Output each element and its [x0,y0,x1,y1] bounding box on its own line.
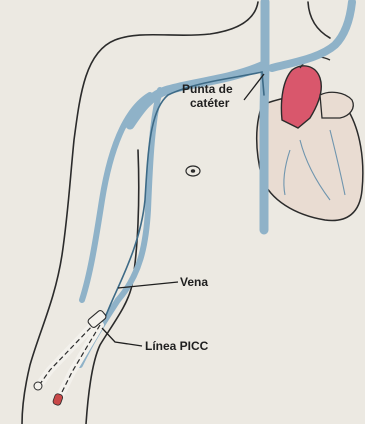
heart-vessel-right [320,92,353,118]
picc-cap-left [34,382,42,390]
label-catheter-tip-line2: catéter [190,96,230,110]
superior-vena-cava [264,2,265,230]
label-catheter-tip-line1: Punta de [182,82,233,96]
label-picc-line: Línea PICC [145,339,209,353]
label-vein: Vena [180,275,208,289]
